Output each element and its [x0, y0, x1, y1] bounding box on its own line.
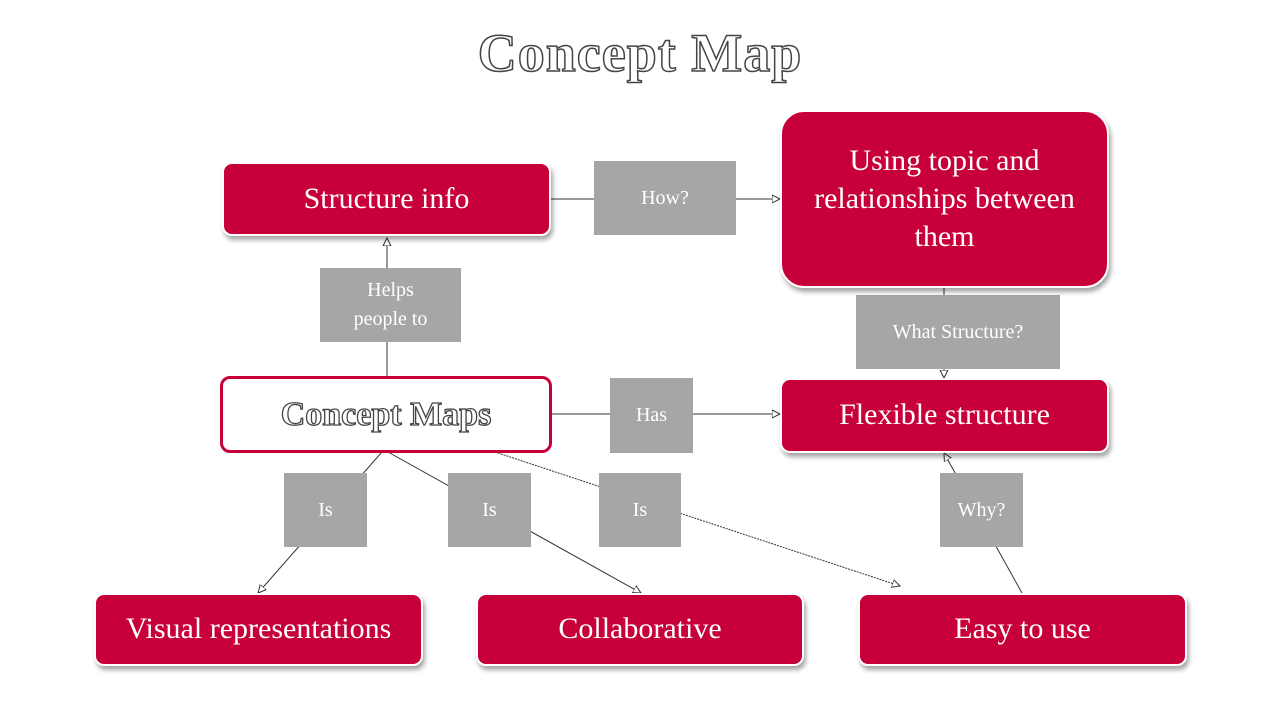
link-label-has: Has: [610, 378, 693, 453]
link-label-how: How?: [594, 161, 736, 235]
page-title: Concept Map: [477, 22, 803, 84]
connector-is-easy: [494, 451, 900, 586]
node-collaborative: Collaborative: [476, 593, 804, 666]
node-using-topic: Using topic and relationships between th…: [780, 110, 1109, 288]
link-label-is-1: Is: [284, 473, 367, 547]
node-concept-maps: Concept Maps: [220, 376, 552, 453]
node-flexible-structure: Flexible structure: [780, 378, 1109, 453]
node-structure-info: Structure info: [222, 162, 551, 236]
link-label-is-3: Is: [599, 473, 681, 547]
link-label-what-structure: What Structure?: [856, 295, 1060, 369]
link-label-is-2: Is: [448, 473, 531, 547]
node-easy-to-use: Easy to use: [858, 593, 1187, 666]
node-visual-representations: Visual representations: [94, 593, 423, 666]
link-label-why: Why?: [940, 473, 1023, 547]
link-label-helps: Helps people to: [320, 268, 461, 342]
